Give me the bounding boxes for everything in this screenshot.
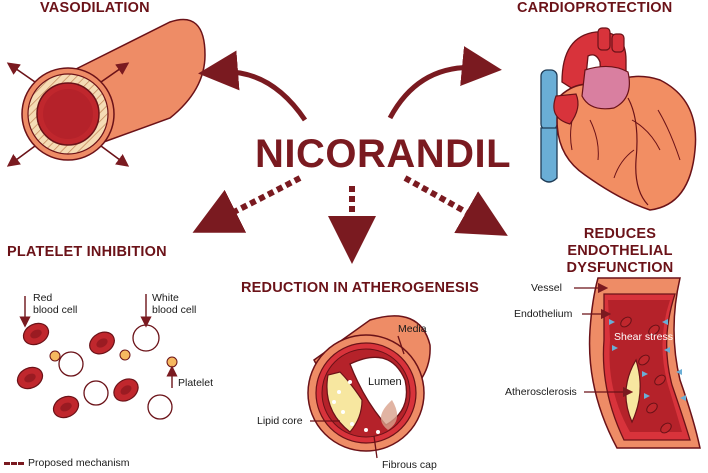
vasodilation-vessel bbox=[6, 18, 206, 167]
legend-label: Proposed mechanism bbox=[28, 457, 130, 469]
atherosclerosis-label: Atherosclerosis bbox=[505, 386, 577, 398]
mechanism-arrows bbox=[192, 46, 508, 264]
platelet bbox=[119, 349, 131, 361]
red-blood-cell-label: Red blood cell bbox=[33, 292, 77, 316]
legend-dash-icon bbox=[4, 461, 24, 465]
red-blood-cell bbox=[22, 322, 50, 346]
lumen-label: Lumen bbox=[368, 376, 402, 388]
white-blood-cell bbox=[132, 324, 160, 352]
nicorandil-title: NICORANDIL bbox=[255, 132, 512, 176]
legend: Proposed mechanism bbox=[4, 457, 130, 469]
white-blood-cell-label: White blood cell bbox=[152, 292, 196, 316]
fibrous-cap-label: Fibrous cap bbox=[382, 459, 437, 471]
platelet-inhibition-heading: PLATELET INHIBITION bbox=[7, 244, 167, 260]
cardioprotection-heading: CARDIOPROTECTION bbox=[517, 0, 673, 16]
endothelial-vessel bbox=[574, 277, 701, 449]
media-label: Media bbox=[398, 323, 427, 335]
lipid-core-label: Lipid core bbox=[257, 415, 303, 427]
vasodilation-heading: VASODILATION bbox=[40, 0, 150, 16]
white-label-line1: White bbox=[152, 292, 179, 304]
vessel-label: Vessel bbox=[531, 282, 562, 294]
red-label-line2: blood cell bbox=[33, 304, 78, 316]
platelet-cells bbox=[16, 294, 178, 420]
artery-cross-section bbox=[307, 315, 431, 459]
platelet-label: Platelet bbox=[178, 377, 214, 389]
atherogenesis-heading: REDUCTION IN ATHEROGENESIS bbox=[241, 280, 480, 296]
endothelial-heading-line2: DYSFUNCTION bbox=[566, 260, 674, 276]
heart-illustration bbox=[540, 27, 697, 211]
white-label-line2: blood cell bbox=[152, 304, 197, 316]
endothelium-label: Endothelium bbox=[514, 308, 573, 320]
shear-stress-label: Shear stress bbox=[614, 331, 673, 343]
endothelial-heading-line1: REDUCES ENDOTHELIAL bbox=[567, 226, 673, 259]
endothelial-heading: REDUCES ENDOTHELIAL DYSFUNCTION bbox=[535, 226, 705, 277]
red-label-line1: Red bbox=[33, 292, 53, 304]
